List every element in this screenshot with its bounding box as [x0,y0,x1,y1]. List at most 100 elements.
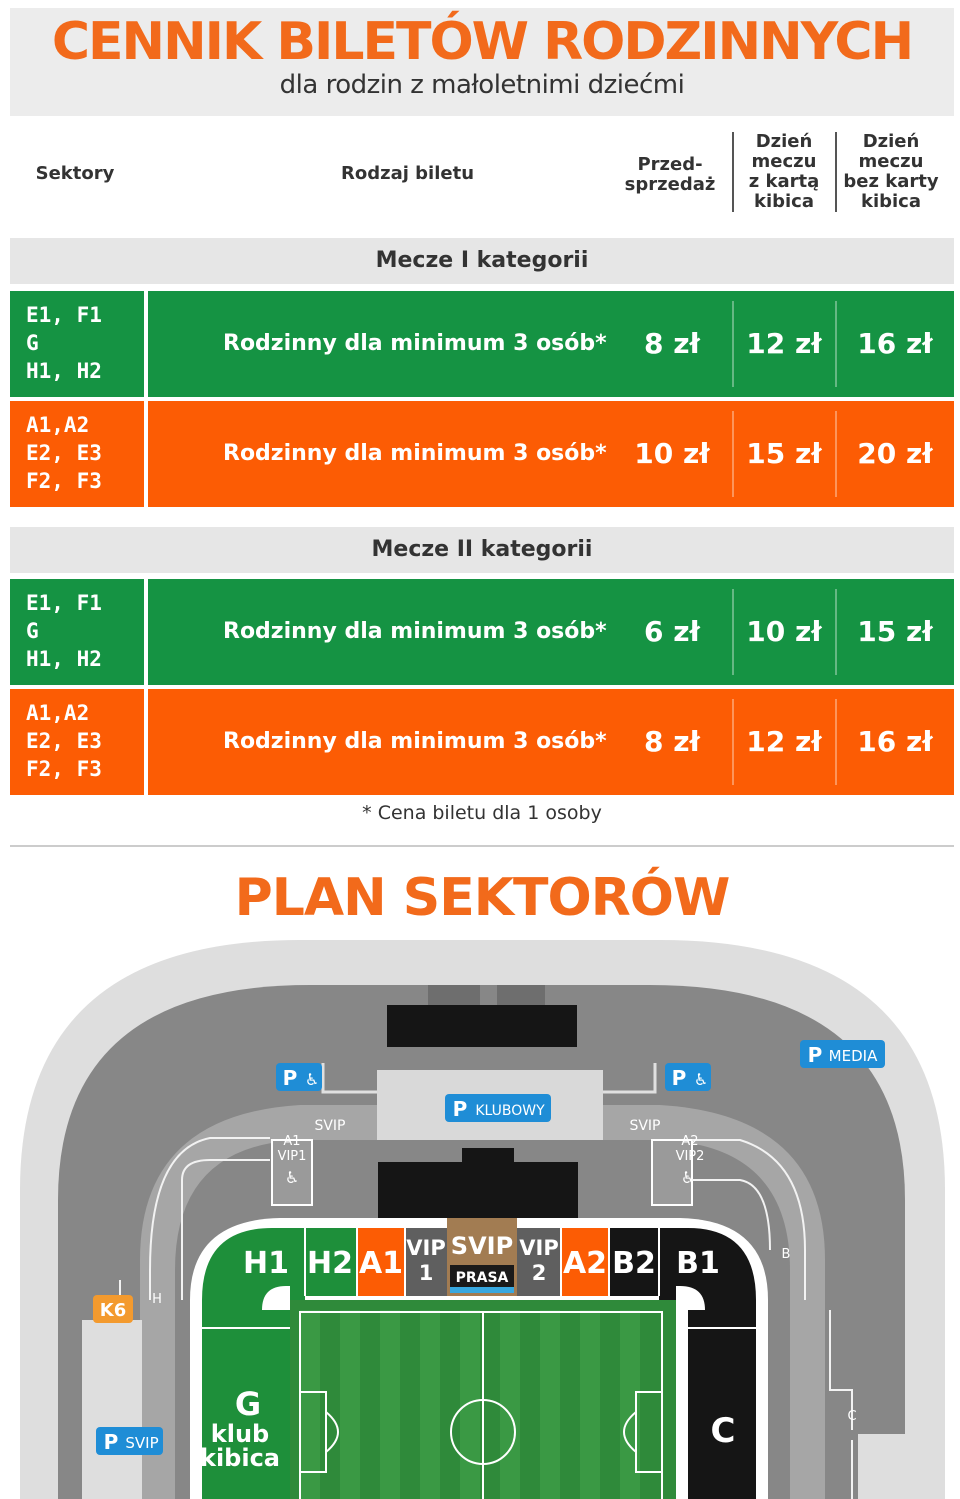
pitch-lines [299,1311,663,1499]
col-header-ticket-type: Rodzaj biletu [340,163,475,184]
category-header: Mecze I kategorii [10,238,954,284]
c-small-label: C [847,1409,856,1424]
cell-divider [732,301,734,387]
stadium-map: K6 P ♿ P ♿ P MEDIA P KLUBOWY P SVIP SVIP… [20,940,945,1499]
page-subtitle: dla rodzin z małoletnimi dziećmi [279,70,685,100]
pitch-stripes [300,1310,640,1499]
sector-a2-area [561,1228,609,1296]
sector-h1-label: H1 [243,1246,289,1281]
header-band [10,8,954,116]
col-header-match-day-no-card: Dzień meczu bez karty kibica [843,131,939,212]
wheelchair-icon: ♿ [681,1168,695,1187]
ticket-type: Rodzinny dla minimum 3 osób* [223,729,607,754]
col-header-match-day-card: Dzień meczu z kartą kibica [748,131,820,212]
parking-media-label: MEDIA [829,1047,878,1065]
svip-right-label: SVIP [629,1118,660,1134]
cell-divider [732,411,734,497]
b-small-label: B [782,1247,791,1262]
page-title: CENNIK BILETÓW RODZINNYCH [51,12,914,72]
path-lines [829,1310,853,1499]
price-match-day-no-card: 15 zł [857,615,933,648]
h-small-label: H [152,1292,162,1307]
ticket-type: Rodzinny dla minimum 3 osób* [223,619,607,644]
sector-g-area [202,1300,305,1499]
col-header-presale: Przed- sprzedaż [624,154,716,195]
cell-divider [835,589,837,675]
prasa-area [450,1265,514,1287]
parking-klubowy: P KLUBOWY [445,1094,551,1122]
price-row: Rodzinny dla minimum 3 osób* 6 zł 10 zł … [148,579,954,685]
price-match-day-no-card: 16 zł [857,725,933,758]
center-building [378,1162,578,1220]
parking-svip: P SVIP [96,1427,163,1455]
sector-a1-label: A1 [359,1246,403,1281]
structure-block [497,985,545,1005]
price-row: Rodzinny dla minimum 3 osób* 8 zł 12 zł … [148,689,954,795]
a2-vip2-label: A2 [681,1134,698,1149]
sector-b2-area [609,1228,659,1296]
price-match-day-card: 10 zł [746,615,822,648]
k6-badge [93,1295,133,1323]
sector-cell: E1, F1 G H1, H2 [10,291,144,397]
price-match-day-no-card: 16 zł [857,327,933,360]
cell-divider [732,589,734,675]
parking-icon: P [453,1097,468,1121]
col-header-separator [732,132,734,212]
k6-label: K6 [100,1300,126,1321]
center-building-top [462,1148,514,1162]
corner-arc [676,1286,705,1310]
a1-vip1-label: A1 [283,1134,300,1149]
footnote: * Cena biletu dla 1 osoby [362,802,602,824]
sector-svip-label: SVIP [451,1232,513,1260]
vip2-box [651,1139,693,1206]
price-presale: 8 zł [644,327,700,360]
sector-b1-label: B1 [676,1246,720,1281]
cell-divider [732,699,734,785]
divider [10,845,954,847]
plan-title: PLAN SEKTORÓW [234,868,731,928]
price-row: Rodzinny dla minimum 3 osób* 8 zł 12 zł … [148,291,954,397]
svip-left-label: SVIP [314,1118,345,1134]
price-presale: 8 zł [644,725,700,758]
sector-h2-area [305,1228,357,1296]
sector-a2-label: A2 [563,1246,607,1281]
a2-vip2-label: VIP2 [676,1149,705,1164]
sector-cell: E1, F1 G H1, H2 [10,579,144,685]
parking-svip-label: SVIP [125,1434,158,1452]
cell-divider [835,301,837,387]
access-road [321,1063,657,1094]
price-row: Rodzinny dla minimum 3 osób* 10 zł 15 zł… [148,401,954,507]
a1-vip1-label: VIP1 [278,1149,307,1164]
ticket-type: Rodzinny dla minimum 3 osób* [223,441,607,466]
sector-g-label: klub [211,1420,269,1448]
wheelchair-icon: ♿ [305,1070,319,1089]
ticket-type: Rodzinny dla minimum 3 osób* [223,331,607,356]
sector-b2-label: B2 [612,1246,656,1281]
parking-icon: P [283,1066,298,1090]
prasa-label: PRASA [456,1270,509,1286]
parking-icon: P [808,1043,823,1067]
corner-arc [262,1286,290,1310]
sector-a1-area [357,1228,405,1296]
sector-g-label: G [235,1385,261,1423]
price-match-day-card: 12 zł [746,725,822,758]
sector-vip1-area [405,1228,447,1296]
wheelchair-icon: ♿ [285,1168,299,1187]
sector-cell: A1,A2 E2, E3 F2, F3 [10,689,144,795]
sector-vip1-label: VIP [406,1236,445,1260]
col-header-sectors: Sektory [35,163,115,184]
sector-c-label: C [711,1411,736,1451]
path-lines [692,1139,806,1300]
price-presale: 10 zł [634,437,710,470]
parking-icon: P [672,1066,687,1090]
structure-block [428,985,480,1005]
wheelchair-icon: ♿ [694,1070,708,1089]
cell-divider [835,411,837,497]
category-header: Mecze II kategorii [10,527,954,573]
parking-disabled-left: P ♿ [276,1063,322,1091]
sector-vip1-label: 1 [419,1261,434,1285]
sector-h2-label: H2 [307,1246,353,1281]
parking-icon: P [104,1430,119,1454]
parking-svip-area [82,1320,142,1499]
price-match-day-no-card: 20 zł [857,437,933,470]
